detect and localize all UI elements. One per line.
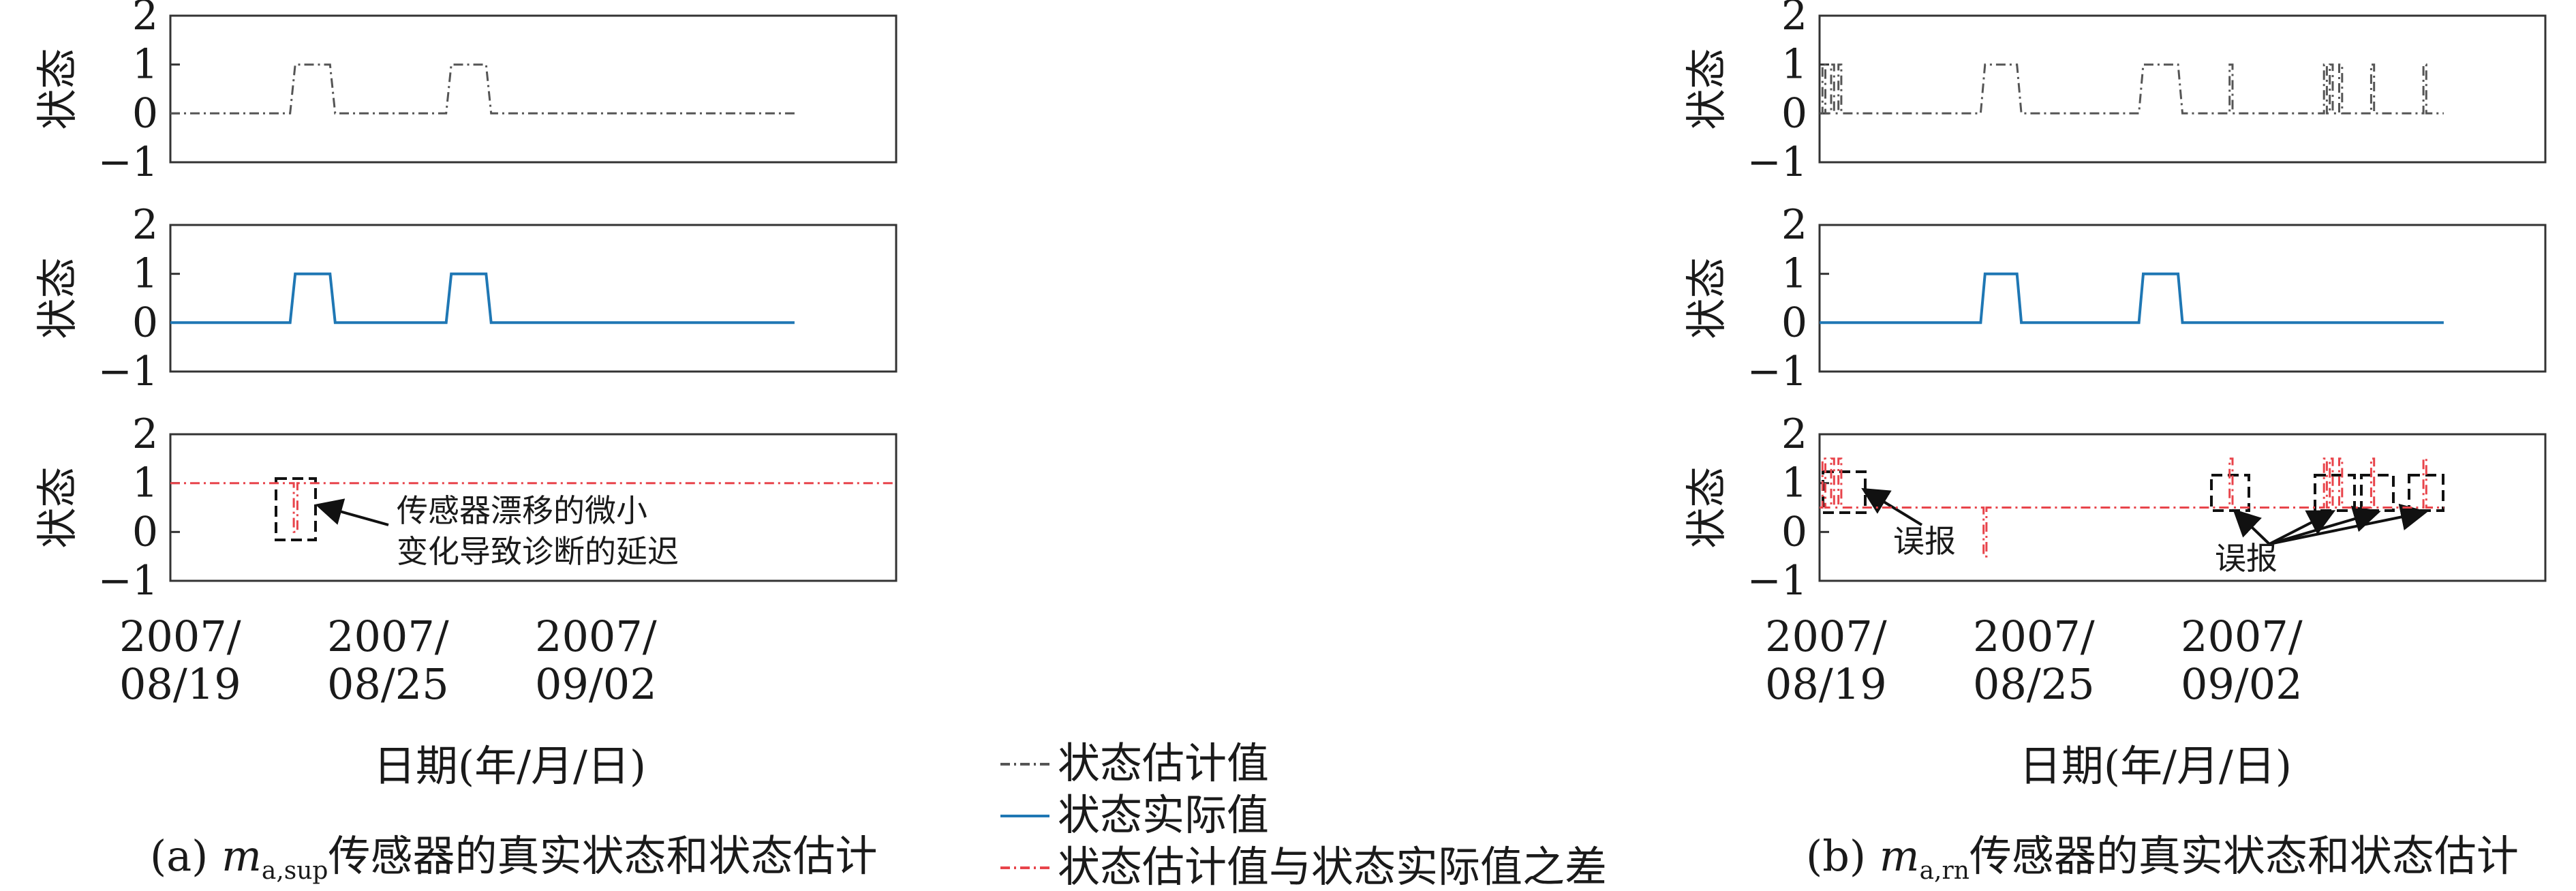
- xtick-b-1-line2: 08/25: [1973, 659, 2095, 709]
- xtick-b-0-line1: 2007/: [1765, 611, 1887, 661]
- ylabel-b-top: 状态: [1683, 48, 1731, 130]
- xtick-a-0-line2: 08/19: [119, 659, 241, 709]
- ytick-label-b-middle-1: 1: [1781, 250, 1807, 298]
- panel-b-middle: 210−1 状态: [1683, 201, 2547, 395]
- panel-a-top: 210−1 状态: [34, 0, 898, 186]
- caption-a: (a) ma,sup传感器的真实状态和状态估计: [150, 831, 878, 885]
- panel-a-bottom: 210−1 状态: [34, 410, 898, 605]
- annotation-a-line1: 传感器漂移的微小: [397, 492, 647, 529]
- ytick-label-a-bottom-3: −1: [98, 557, 158, 605]
- annotation-a: 传感器漂移的微小 变化导致诊断的延迟: [275, 477, 679, 570]
- ytick-label-b-middle-2: 0: [1781, 299, 1807, 346]
- xlabel-b: 日期(年/月/日): [2019, 741, 2292, 791]
- annotation-a-arrow: [315, 498, 389, 526]
- legend-label-difference: 状态估计值与状态实际值之差: [1058, 842, 1607, 891]
- ylabel-a-middle: 状态: [34, 258, 82, 339]
- annotation-b: 误报 误报: [1822, 470, 2444, 577]
- ytick-label-b-middle-0: 2: [1781, 201, 1807, 249]
- legend: 状态估计值 状态实际值 状态估计值与状态实际值之差: [1000, 738, 1607, 891]
- ylabel-a-top: 状态: [34, 48, 82, 130]
- panel-a-middle: 210−1 状态: [34, 201, 898, 395]
- xtick-b-1-line1: 2007/: [1973, 611, 2095, 661]
- annotation-b-arrow-2: [2269, 510, 2336, 545]
- xtick-b-2-line1: 2007/: [2181, 611, 2303, 661]
- annotation-b-box-2: [2314, 474, 2356, 512]
- panel-b-bottom: 210−1 状态: [1683, 410, 2547, 605]
- ytick-label-a-middle-0: 2: [132, 201, 158, 249]
- annotation-a-line2: 变化导致诊断的延迟: [397, 533, 679, 570]
- xtick-b-0-line2: 08/19: [1765, 659, 1887, 709]
- axes-frame-a-middle: [169, 224, 898, 373]
- ylabel-a-bottom: 状态: [34, 467, 82, 549]
- ytick-label-a-middle-3: −1: [98, 348, 158, 395]
- ytick-label-b-top-3: −1: [1747, 138, 1807, 186]
- caption-b: (b) ma,rn传感器的真实状态和状态估计: [1806, 831, 2519, 885]
- xtick-a-2-line1: 2007/: [535, 611, 657, 661]
- ytick-label-a-bottom-2: 0: [132, 508, 158, 556]
- xticks-b: 2007/ 08/19 2007/ 08/25 2007/ 09/02: [1765, 611, 2303, 709]
- ytick-label-a-middle-2: 0: [132, 299, 158, 346]
- ytick-label-a-middle-1: 1: [132, 250, 158, 298]
- xtick-a-1-line1: 2007/: [327, 611, 449, 661]
- annotation-b-arrow-4: [2269, 503, 2428, 545]
- ytick-label-b-bottom-2: 0: [1781, 508, 1807, 556]
- panel-b-top: 210−1 状态: [1683, 0, 2547, 186]
- ylabel-b-middle: 状态: [1683, 258, 1731, 339]
- caption-b-prefix: (b): [1806, 831, 1880, 881]
- annotation-b-box-0: [1822, 470, 1867, 514]
- caption-a-suffix: 传感器的真实状态和状态估计: [328, 831, 877, 881]
- ytick-label-b-top-2: 0: [1781, 89, 1807, 137]
- ytick-label-b-bottom-3: −1: [1747, 557, 1807, 605]
- series-line-a-bottom-0: [170, 482, 896, 533]
- caption-b-sub: a,rn: [1920, 857, 1969, 885]
- ytick-label-b-middle-3: −1: [1747, 348, 1807, 395]
- ylabel-b-bottom: 状态: [1683, 467, 1731, 549]
- legend-label-estimate: 状态估计值: [1058, 738, 1269, 788]
- ytick-label-b-top-1: 1: [1781, 41, 1807, 89]
- series-line-a-middle-0: [170, 272, 795, 324]
- axes-frame-a-bottom: [169, 433, 898, 582]
- ytick-label-a-top-3: −1: [98, 138, 158, 186]
- xtick-a-0-line1: 2007/: [119, 611, 241, 661]
- caption-b-var: m: [1880, 831, 1920, 881]
- ytick-label-a-bottom-1: 1: [132, 459, 158, 507]
- axes-frame-b-middle: [1818, 224, 2547, 373]
- caption-a-sub: a,sup: [262, 857, 328, 885]
- ytick-label-a-bottom-0: 2: [132, 410, 158, 458]
- axes-frame-b-top: [1818, 14, 2547, 164]
- annotation-a-box: [275, 477, 317, 541]
- ytick-label-b-bottom-1: 1: [1781, 459, 1807, 507]
- series-line-b-bottom-0: [1820, 457, 2444, 558]
- caption-a-var: m: [221, 831, 262, 881]
- caption-b-suffix: 传感器的真实状态和状态估计: [1969, 831, 2519, 881]
- xticks-a: 2007/ 08/19 2007/ 08/25 2007/ 09/02: [119, 611, 657, 709]
- xlabel-a: 日期(年/月/日): [373, 741, 646, 791]
- axes-frame-a-top: [169, 14, 898, 164]
- ytick-label-b-bottom-0: 2: [1781, 410, 1807, 458]
- ytick-label-a-top-0: 2: [132, 0, 158, 40]
- annotation-b-box-3: [2360, 474, 2395, 512]
- series-line-b-middle-0: [1820, 272, 2444, 324]
- legend-label-actual: 状态实际值: [1058, 790, 1269, 840]
- series-line-a-top-0: [170, 63, 795, 115]
- xtick-a-1-line2: 08/25: [327, 659, 449, 709]
- ytick-label-a-top-2: 0: [132, 89, 158, 137]
- panels: 210−1状态210−1状态210−1状态210−1状态210−1状态210−1…: [34, 0, 2547, 605]
- caption-a-prefix: (a): [150, 831, 221, 881]
- annotation-b-arrow-0: [1861, 487, 1923, 526]
- series-line-b-top-0: [1820, 63, 2444, 115]
- annotation-b-arrow-1: [2233, 509, 2271, 545]
- xtick-a-2-line2: 09/02: [535, 659, 657, 709]
- xtick-b-2-line2: 09/02: [2181, 659, 2303, 709]
- annotation-b-left-label: 误报: [1893, 523, 1956, 560]
- annotation-b-right-label: 误报: [2215, 540, 2278, 577]
- ytick-label-b-top-0: 2: [1781, 0, 1807, 40]
- ytick-label-a-top-1: 1: [132, 41, 158, 89]
- annotation-b-arrow-3: [2269, 505, 2381, 545]
